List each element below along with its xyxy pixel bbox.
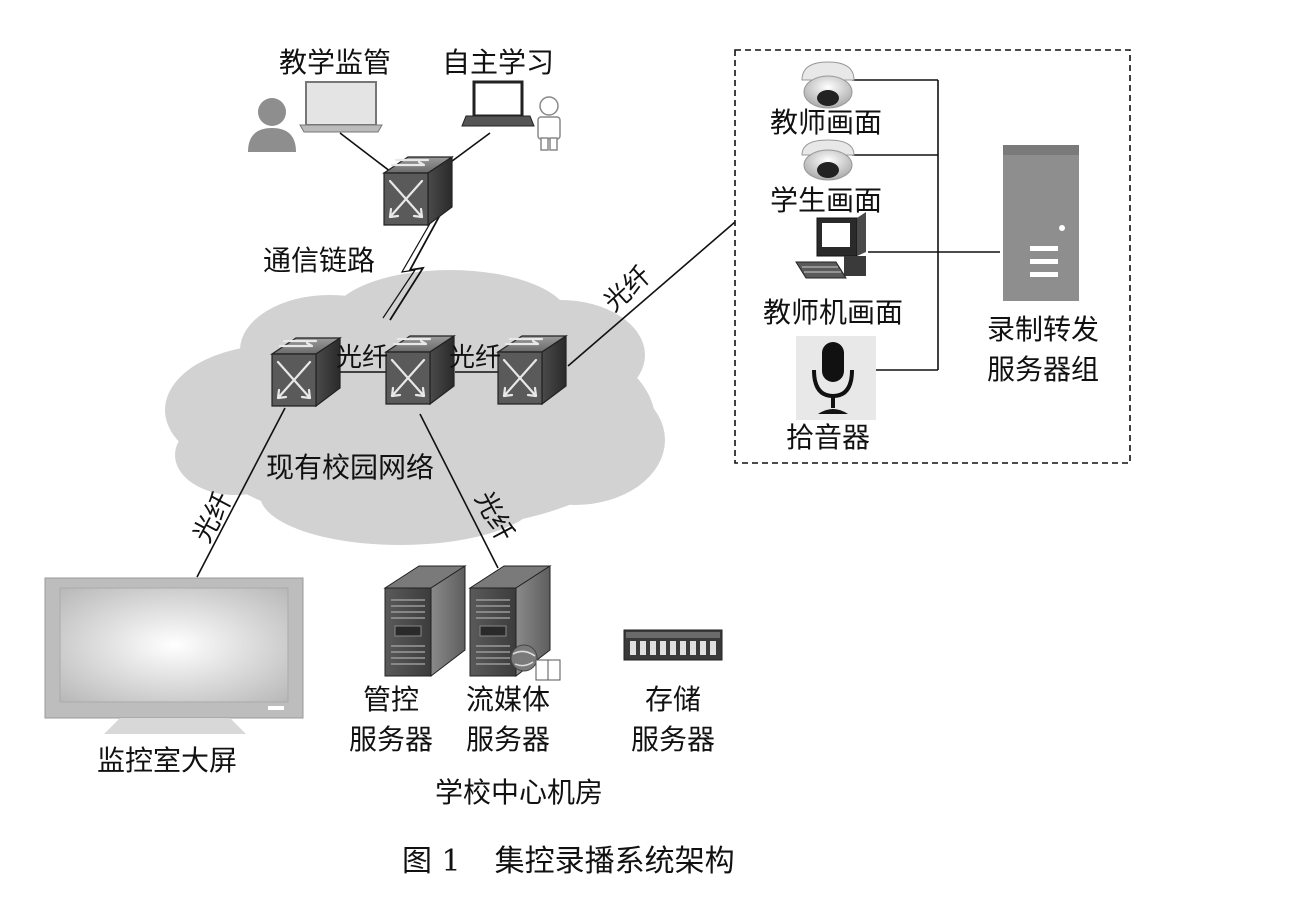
fiber-label: 光纤 — [449, 343, 502, 373]
switch-icon — [382, 155, 454, 227]
microphone-label: 拾音器 — [786, 421, 871, 454]
storage-server-label-line1: 存储 — [644, 683, 701, 716]
record-group-label-line2: 服务器组 — [986, 353, 1099, 386]
cloud-icon — [165, 270, 665, 545]
camera-icon — [801, 61, 855, 109]
self-study-label: 自主学习 — [442, 46, 555, 79]
figure-caption: 图 1 集控录播系统架构 — [402, 836, 735, 880]
record-group-label-line1: 录制转发 — [986, 313, 1099, 346]
storage-array-icon — [623, 629, 723, 661]
teacher-pc-view-label: 教师机画面 — [763, 296, 904, 329]
tower-server-icon — [384, 565, 466, 677]
desktop-computer-icon — [795, 212, 866, 279]
storage-server-label: 存储 服务器 — [624, 680, 722, 760]
mgmt-server-label-line1: 管控 — [362, 683, 419, 716]
switch-icon — [270, 336, 342, 408]
monitor-icon — [299, 81, 383, 133]
student-view-label: 学生画面 — [770, 184, 883, 217]
tv-screen-icon — [44, 577, 304, 734]
person-icon — [248, 98, 296, 152]
user-icon — [537, 96, 561, 151]
data-center-label: 学校中心机房 — [435, 776, 604, 809]
fiber-label: 光纤 — [336, 343, 389, 373]
record-group-label: 录制转发 服务器组 — [978, 310, 1108, 390]
stream-server-label: 流媒体 服务器 — [459, 680, 557, 760]
figure-title: 集控录播系统架构 — [494, 844, 735, 879]
mgmt-server-label: 管控 服务器 — [345, 680, 437, 760]
comm-link-label: 通信链路 — [263, 244, 376, 277]
tower-server-icon — [1003, 145, 1079, 301]
stream-server-label-line1: 流媒体 — [465, 683, 550, 716]
teacher-view-label: 教师画面 — [770, 106, 883, 139]
teaching-supervision-label: 教学监管 — [279, 46, 392, 79]
recording-group-box — [734, 49, 1131, 464]
campus-network-label: 现有校园网络 — [266, 451, 435, 484]
camera-icon — [801, 139, 855, 181]
storage-server-label-line2: 服务器 — [630, 723, 715, 756]
globe-icon — [510, 644, 561, 681]
microphone-icon — [796, 336, 876, 420]
figure-number: 图 1 — [402, 844, 461, 879]
laptop-icon — [461, 80, 535, 127]
big-screen-label: 监控室大屏 — [97, 744, 238, 777]
stream-server-label-line2: 服务器 — [465, 723, 550, 756]
switch-icon — [384, 334, 456, 406]
switch-icon — [496, 334, 568, 406]
mgmt-server-label-line2: 服务器 — [348, 723, 433, 756]
